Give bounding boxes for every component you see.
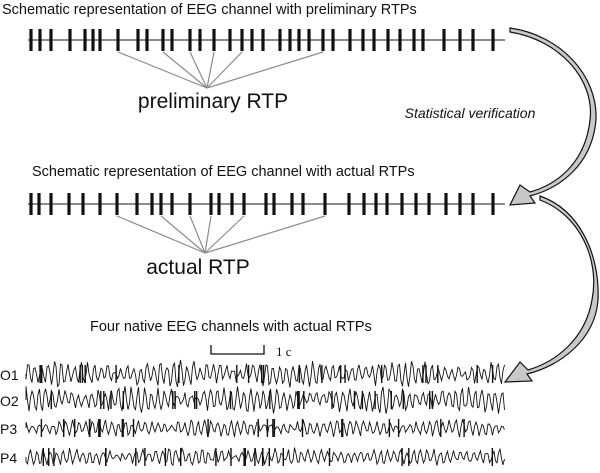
channel-label-o1: O1 [0, 367, 19, 383]
eeg-trace-o1 [25, 359, 505, 388]
pointer-line [206, 51, 243, 89]
pointer-line [189, 215, 206, 254]
pointer-line [206, 51, 215, 89]
pointer-line [162, 51, 208, 89]
middle-channel-ticks [29, 193, 495, 215]
pointer-line [189, 51, 208, 89]
channel-label-p3: P3 [0, 421, 17, 437]
statistical-verification-label: Statistical verification [405, 105, 536, 121]
eeg-trace-p4 [25, 446, 505, 467]
preliminary-rtp-label: preliminary RTP [138, 90, 288, 113]
pointer-line [204, 215, 212, 254]
curved-arrow-verification [508, 27, 597, 206]
actual-rtp-pointers [116, 215, 326, 254]
time-scale-label: 1 c [276, 344, 292, 359]
top-panel-title: Schematic representation of EEG channel … [2, 2, 417, 18]
actual-rtp-label: actual RTP [146, 256, 250, 279]
channel-label-p4: P4 [0, 450, 17, 466]
pointer-line [204, 215, 326, 254]
middle-panel-title: Schematic representation of EEG channel … [32, 164, 415, 180]
pointer-line [116, 215, 206, 254]
pointer-line [160, 215, 206, 254]
top-channel-ticks [29, 29, 495, 51]
pointer-line [204, 215, 245, 254]
pointer-line [206, 51, 324, 89]
eeg-trace-p3 [25, 418, 505, 438]
pointer-line [117, 51, 208, 89]
eeg-traces [25, 359, 505, 467]
time-scale-bracket [210, 345, 265, 355]
preliminary-rtp-pointers [117, 51, 324, 89]
bottom-panel-title: Four native EEG channels with actual RTP… [90, 319, 372, 335]
curved-arrow-to-eeg [503, 195, 599, 383]
channel-label-o2: O2 [0, 393, 19, 409]
